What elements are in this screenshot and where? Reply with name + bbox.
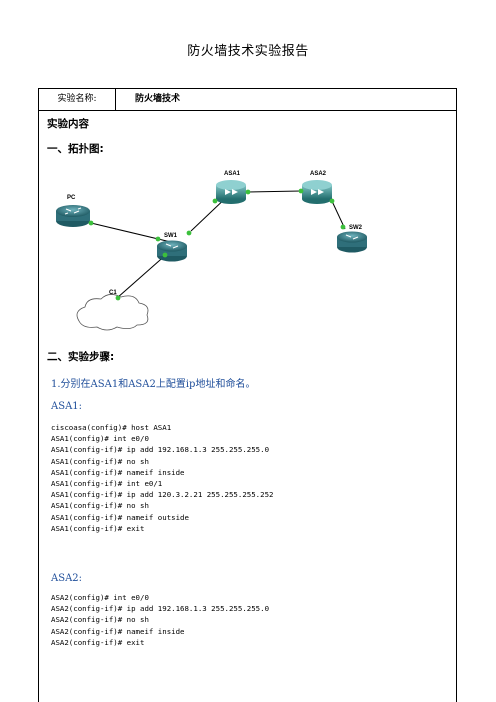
link-pc-sw1 xyxy=(90,222,176,244)
code-line: ASA1(config-if)# nameif outside xyxy=(51,512,189,522)
code-line: ASA1(config-if)# no sh xyxy=(51,501,149,511)
code-line: ciscoasa(config)# host ASA1 xyxy=(51,423,172,432)
node-label-c1: C1 xyxy=(109,290,117,296)
sw2-switch-icon[interactable] xyxy=(337,231,367,253)
code-line: ASA1(config-if)# ip add 192.168.1.3 255.… xyxy=(51,445,270,455)
experiment-name-value: 防火墙技术 xyxy=(135,94,181,104)
section-content-heading: 实验内容 xyxy=(47,118,89,130)
report-table: 实验名称: 防火墙技术 实验内容 一、拓扑图: PC xyxy=(38,88,457,702)
code-line: ASA2(config-if)# ip add 192.168.1.3 255.… xyxy=(51,604,270,614)
code-line: ASA1(config-if)# no sh xyxy=(51,456,149,466)
code-line: ASA1(config-if)# exit xyxy=(51,523,145,533)
code-line: ASA1(config-if)# int e0/1 xyxy=(51,479,163,489)
node-label-asa2: ASA2 xyxy=(310,171,327,177)
section-steps-heading: 二、实验步骤: xyxy=(47,351,115,363)
link-asa2-sw2 xyxy=(330,198,346,230)
port-indicators xyxy=(88,188,346,301)
sw1-switch-icon[interactable] xyxy=(157,240,187,262)
asa2-firewall-icon[interactable] xyxy=(302,180,332,204)
document-title: 防火墙技术实验报告 xyxy=(187,44,309,59)
pc-router-icon[interactable] xyxy=(56,205,90,227)
experiment-name-label: 实验名称: xyxy=(39,89,116,110)
asa1-firewall-icon[interactable] xyxy=(216,180,246,204)
asa1-config-block: ciscoasa(config)# host ASA1 ASA1(config)… xyxy=(51,422,273,534)
code-line: ASA1(config-if)# nameif inside xyxy=(51,467,185,477)
code-line: ASA2(config-if)# exit xyxy=(51,637,145,647)
code-line: ASA2(config)# int e0/0 xyxy=(51,593,149,602)
code-line: ASA1(config-if)# ip add 120.3.2.21 255.2… xyxy=(51,490,274,500)
section-topology-heading: 一、拓扑图: xyxy=(47,143,104,155)
node-label-pc: PC xyxy=(67,195,76,201)
asa2-config-label: ASA2: xyxy=(51,573,83,584)
code-line: ASA1(config)# int e0/0 xyxy=(51,434,149,444)
asa2-config-block: ASA2(config)# int e0/0 ASA2(config-if)# … xyxy=(51,592,269,648)
experiment-name-row: 实验名称: 防火墙技术 xyxy=(39,89,456,111)
node-label-asa1: ASA1 xyxy=(224,171,241,177)
code-line: ASA2(config-if)# no sh xyxy=(51,615,149,625)
link-sw1-c1 xyxy=(116,252,169,299)
step-1-text: 1.分别在ASA1和ASA2上配置ip地址和命名。 xyxy=(51,379,256,390)
code-line: ASA2(config-if)# nameif inside xyxy=(51,626,185,636)
node-label-sw2: SW2 xyxy=(349,225,363,231)
node-label-sw1: SW1 xyxy=(164,233,178,239)
link-asa1-asa2 xyxy=(246,190,302,193)
topology-diagram: PC SW1 ASA1 ASA2 xyxy=(56,171,367,331)
asa1-config-label: ASA1: xyxy=(51,401,83,412)
c1-cloud-icon[interactable] xyxy=(76,294,149,331)
